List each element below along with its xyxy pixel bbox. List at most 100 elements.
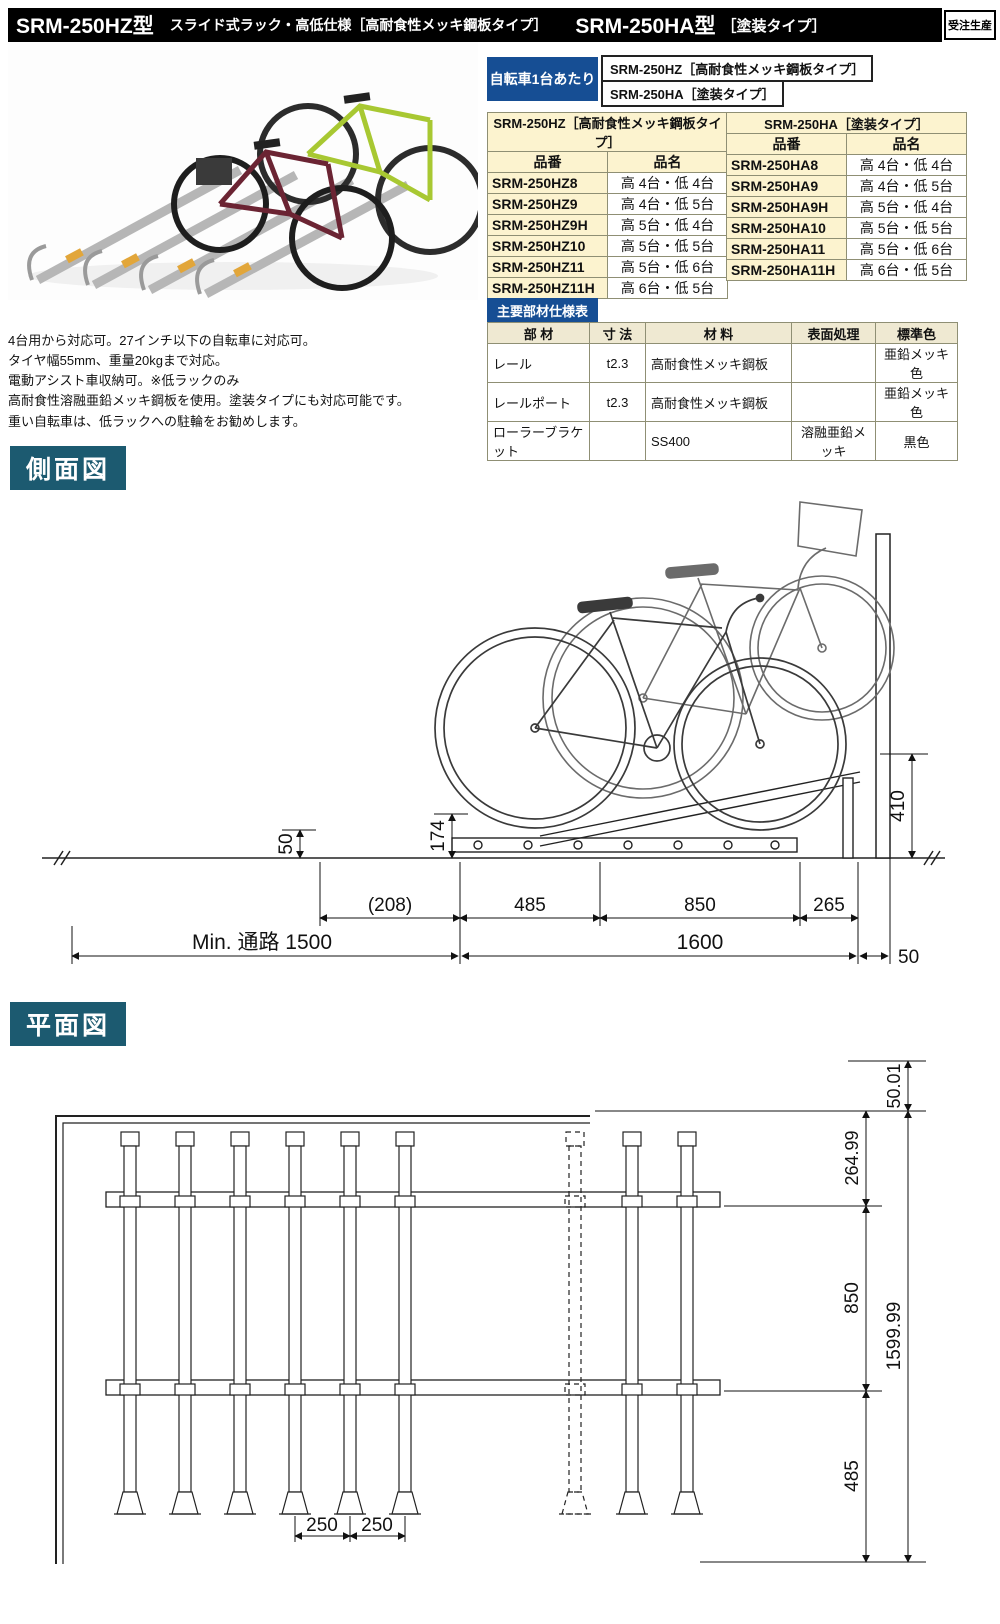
material-color: 亜鉛メッキ色: [875, 382, 958, 422]
rail-slid-position: [559, 1131, 591, 1515]
bike-low: [434, 593, 847, 831]
part-number: SRM-250HZ10: [487, 235, 608, 257]
per-unit-model-hz: SRM-250HZ［高耐食性メッキ鋼板タイプ］: [601, 55, 874, 82]
materials-row: ローラーブラケット SS400 溶融亜鉛メッキ 黒色: [487, 421, 958, 461]
material-finish: [791, 382, 876, 422]
part-number: SRM-250HA9H: [726, 196, 847, 218]
rail: [389, 1131, 421, 1515]
plan-view-title: 平面図: [10, 1002, 127, 1046]
materials-col-finish: 表面処理: [791, 322, 876, 344]
feature-line: 電動アシスト車収納可。※低ラックのみ: [8, 373, 240, 389]
dim-485: 485: [514, 895, 546, 916]
part-name: 高 5台・低 6台: [607, 256, 728, 278]
materials-row: レールポート t2.3 高耐食性メッキ鋼板 亜鉛メッキ色: [487, 382, 958, 422]
product-photo-illustration: [8, 42, 485, 300]
rails-plan: [114, 1131, 703, 1515]
part-number: SRM-250HZ8: [487, 172, 608, 194]
side-dim-lines: [71, 753, 928, 964]
per-unit-label: 自転車1台あたり: [487, 57, 598, 101]
dim-1599-99: 1599.99: [884, 1302, 905, 1371]
plan-dim-lines: [294, 1060, 926, 1563]
materials-title: 主要部材仕様表: [487, 298, 599, 323]
dim-264-99: 264.99: [842, 1130, 862, 1185]
rail: [224, 1131, 256, 1515]
dim-265: 265: [813, 895, 845, 916]
side-view-title: 側面図: [10, 446, 127, 490]
dim-1600: 1600: [677, 931, 724, 954]
materials-col-size: 寸 法: [589, 322, 646, 344]
rail: [671, 1131, 703, 1515]
model-right-title: SRM-250HA型: [575, 15, 716, 38]
part-name: 高 5台・低 4台: [846, 196, 967, 218]
part-name: 高 4台・低 5台: [846, 175, 967, 197]
material-finish: 溶融亜鉛メッキ: [791, 421, 876, 461]
material-finish: [791, 343, 876, 383]
part-name: 高 5台・低 4台: [607, 214, 728, 236]
header-bar: SRM-250HZ型 スライド式ラック・高低仕様［高耐食性メッキ鋼板タイプ］ S…: [8, 8, 942, 42]
product-table-hz: SRM-250HZ［高耐食性メッキ鋼板タイプ］ 品番 品名 SRM-250HZ8…: [487, 112, 728, 299]
dim-aisle-1500: Min. 通路 1500: [192, 931, 332, 954]
part-number: SRM-250HZ11: [487, 256, 608, 278]
part-number: SRM-250HA8: [726, 154, 847, 176]
dim-50-wall: 50: [898, 947, 919, 968]
col-header-name: 品名: [846, 133, 967, 155]
model-left-title: SRM-250HZ型: [16, 15, 154, 38]
part-name: 高 5台・低 6台: [846, 238, 967, 260]
part-number: SRM-250HA9: [726, 175, 847, 197]
side-dim-labels: 50 174 410 (208) 485 850 265 Min. 通路 150…: [192, 790, 919, 968]
maroon-bike: [171, 138, 395, 291]
materials-table: 部 材 寸 法 材 料 表面処理 標準色 レール t2.3 高耐食性メッキ鋼板 …: [487, 322, 958, 461]
dim-250-a: 250: [306, 1515, 338, 1536]
feature-line: 高耐食性溶融亜鉛メッキ鋼板を使用。塗装タイプにも対応可能です。: [8, 393, 410, 409]
per-unit-model-ha: SRM-250HA［塗装タイプ］: [601, 80, 784, 107]
material-size: [589, 421, 646, 461]
rail: [616, 1131, 648, 1515]
rail-pads: [65, 248, 252, 278]
material-part: レール: [487, 343, 590, 383]
table-title: SRM-250HA［塗装タイプ］: [726, 112, 967, 134]
dim-50-left: 50: [276, 833, 297, 854]
material-material: 高耐食性メッキ鋼板: [645, 382, 792, 422]
rail: [169, 1131, 201, 1515]
feature-line: タイヤ幅55mm、重量20kgまで対応。: [8, 353, 228, 369]
part-name: 高 4台・低 4台: [607, 172, 728, 194]
rail: [114, 1131, 146, 1515]
part-name: 高 5台・低 5台: [846, 217, 967, 239]
material-color: 黒色: [875, 421, 958, 461]
material-part: レールポート: [487, 382, 590, 422]
side-view-drawing: 50 174 410 (208) 485 850 265 Min. 通路 150…: [0, 486, 1000, 991]
materials-row: レール t2.3 高耐食性メッキ鋼板 亜鉛メッキ色: [487, 343, 958, 383]
material-material: SS400: [645, 421, 792, 461]
dim-250-b: 250: [361, 1515, 393, 1536]
material-material: 高耐食性メッキ鋼板: [645, 343, 792, 383]
part-number: SRM-250HZ9H: [487, 214, 608, 236]
bike-high: [542, 501, 895, 799]
part-number: SRM-250HA11: [726, 238, 847, 260]
material-color: 亜鉛メッキ色: [875, 343, 958, 383]
part-number: SRM-250HZ9: [487, 193, 608, 215]
dim-208: (208): [368, 895, 412, 916]
part-number: SRM-250HA10: [726, 217, 847, 239]
rail: [334, 1131, 366, 1515]
product-photo: [8, 42, 485, 305]
materials-col-color: 標準色: [875, 322, 958, 344]
dim-850-plan: 850: [842, 1282, 863, 1314]
dim-174: 174: [428, 820, 449, 852]
part-name: 高 5台・低 5台: [607, 235, 728, 257]
part-name: 高 6台・低 5台: [846, 259, 967, 281]
model-right-type: ［塗装タイプ］: [721, 17, 827, 35]
material-part: ローラーブラケット: [487, 421, 590, 461]
plan-dim-labels: 50.01 264.99 850 1599.99 485 250 250: [306, 1063, 905, 1536]
rack-side: [451, 771, 861, 859]
feature-line: 重い自転車は、低ラックへの駐輪をお勧めします。: [8, 413, 306, 429]
